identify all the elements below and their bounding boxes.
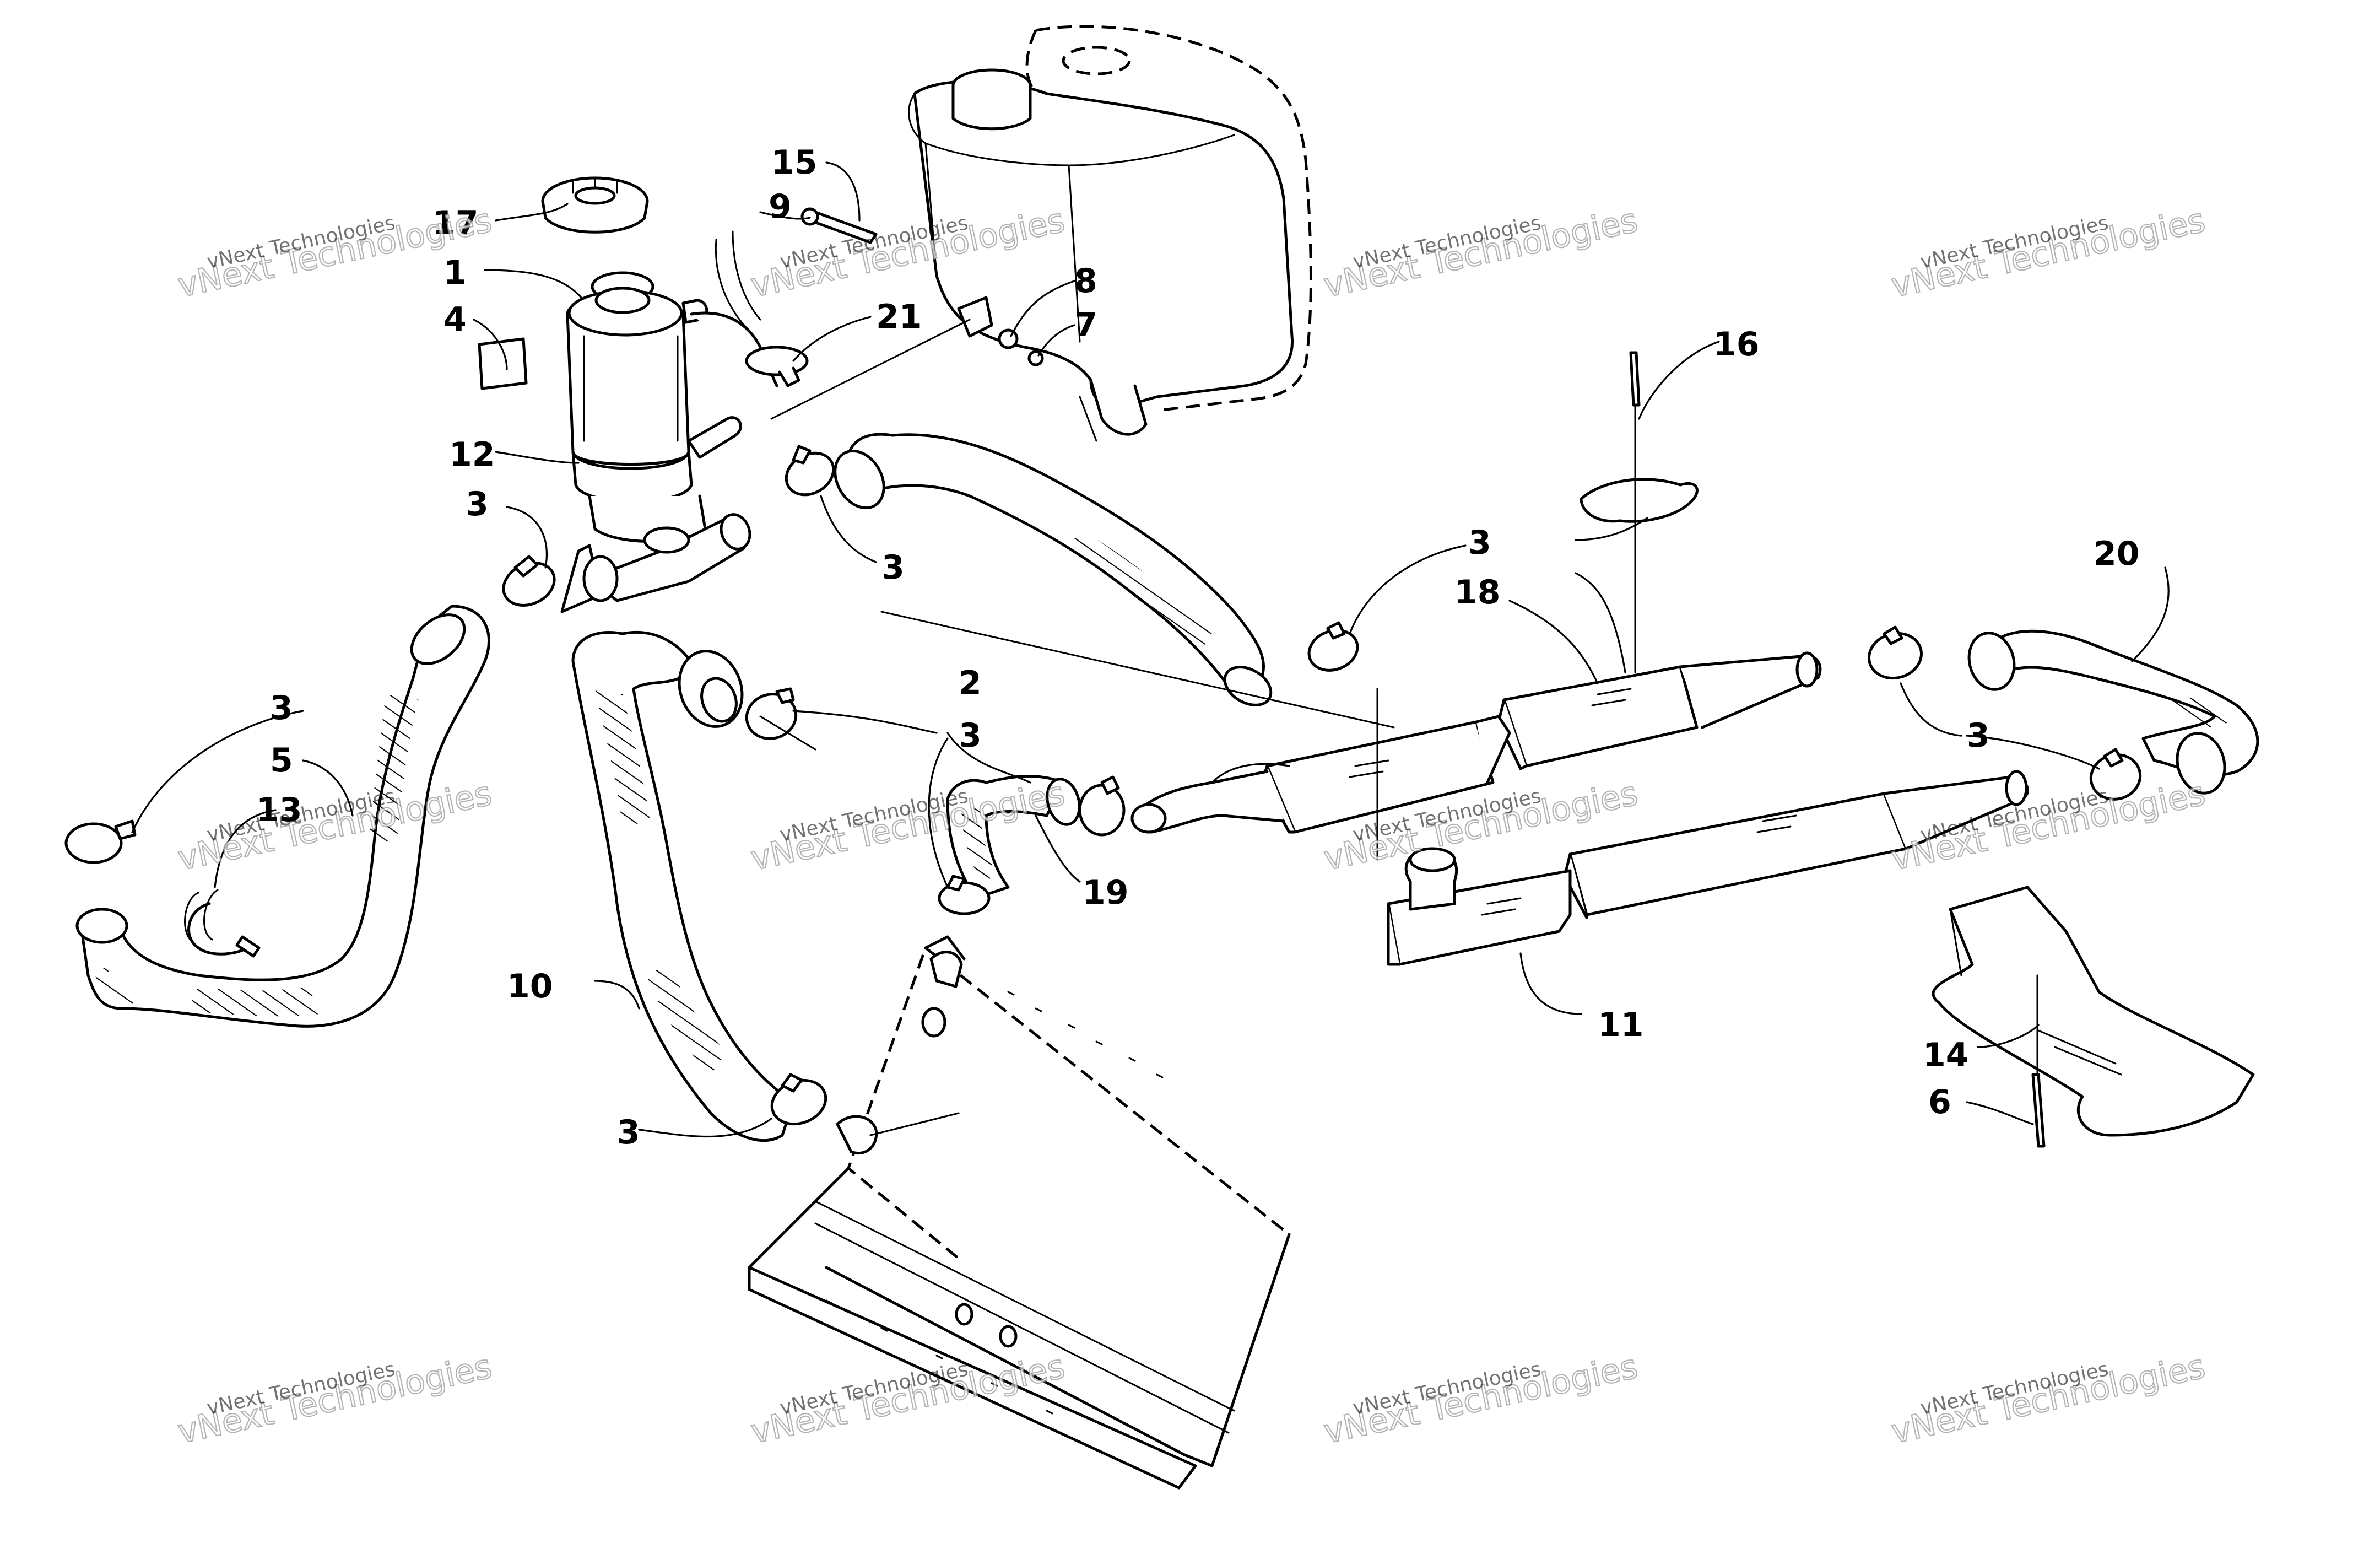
callout-14: 14: [1923, 1036, 1969, 1075]
callout-3: 3: [1468, 524, 1491, 562]
radiator-panel: [748, 935, 1291, 1490]
hose-clamp: [1307, 621, 1359, 672]
callout-21: 21: [876, 298, 922, 336]
callout-5: 5: [270, 741, 293, 780]
watermark: vNext Technologies vNext Technologies: [1320, 1347, 1642, 1452]
hose-clamp: [1078, 775, 1126, 837]
tee-connector: [560, 513, 751, 613]
callout-3: 3: [617, 1113, 640, 1152]
callout-20: 20: [2094, 535, 2140, 573]
callout-3: 3: [881, 548, 905, 587]
hose-clamp-21: [745, 346, 809, 387]
rivet-6: [2031, 1073, 2046, 1148]
hose-clamp: [745, 687, 798, 740]
callout-12: 12: [449, 435, 495, 474]
warning-decal: [478, 337, 528, 390]
radiator-cap: [541, 176, 649, 234]
hose-clamp: [785, 445, 835, 497]
callout-17: 17: [432, 204, 479, 242]
callout-4: 4: [443, 300, 467, 339]
hose-clamp: [502, 555, 556, 607]
watermark: vNext Technologies vNext Technologies: [1887, 1347, 2209, 1452]
skid-plate: [1932, 886, 2255, 1137]
callout-16: 16: [1713, 325, 1760, 364]
mount-bracket: [957, 296, 993, 338]
callout-18: 18: [1454, 573, 1501, 612]
watermark: vNext Technologies vNext Technologies: [1887, 774, 2209, 879]
rivet-16: [1629, 351, 1641, 407]
heat-exchanger-upper: [1130, 651, 1822, 834]
upper-radiator-hose: [834, 433, 1273, 706]
callout-1: 1: [443, 253, 467, 292]
hose-clamp: [2089, 748, 2142, 801]
callout-2: 2: [959, 664, 982, 703]
watermark: vNext Technologies vNext Technologies: [1320, 201, 1642, 306]
callout-6: 6: [1928, 1083, 1951, 1121]
callout-7: 7: [1074, 306, 1097, 344]
callout-13: 13: [256, 791, 302, 829]
callout-15: 15: [771, 143, 818, 182]
watermark: vNext Technologies vNext Technologies: [1887, 201, 2209, 306]
watermark: vNext Technologies vNext Technologies: [174, 774, 496, 879]
callout-10: 10: [507, 967, 553, 1006]
callout-3: 3: [959, 716, 982, 755]
callout-3: 3: [270, 689, 293, 727]
hose-clamp: [1867, 625, 1923, 680]
return-hose-20: [1967, 629, 2259, 795]
callout-labels: 17 1 4 12 3 3 15 9 8 21 7 16 3 18 20 2 3…: [256, 143, 2140, 1152]
callout-19: 19: [1083, 873, 1129, 912]
leader-lines: [131, 161, 2170, 1138]
spring-clamp-13: [184, 889, 261, 958]
hose-clamp: [770, 1073, 827, 1126]
callout-8: 8: [1074, 262, 1097, 300]
coolant-bottle: [908, 25, 1312, 442]
callout-3: 3: [466, 485, 489, 524]
elbow-hose-19: [946, 775, 1081, 900]
callout-9: 9: [769, 187, 792, 226]
mount-plate: [1580, 478, 1699, 523]
left-coolant-hose: [75, 605, 490, 1028]
washer: [998, 328, 1019, 349]
heat-exchanger-lower: [1387, 770, 2029, 966]
hose-clamp: [938, 875, 991, 915]
callout-3: 3: [1967, 716, 1990, 755]
hose-clamp: [64, 819, 137, 864]
watermark: vNext Technologies vNext Technologies: [174, 1347, 496, 1452]
callout-11: 11: [1598, 1006, 1644, 1044]
